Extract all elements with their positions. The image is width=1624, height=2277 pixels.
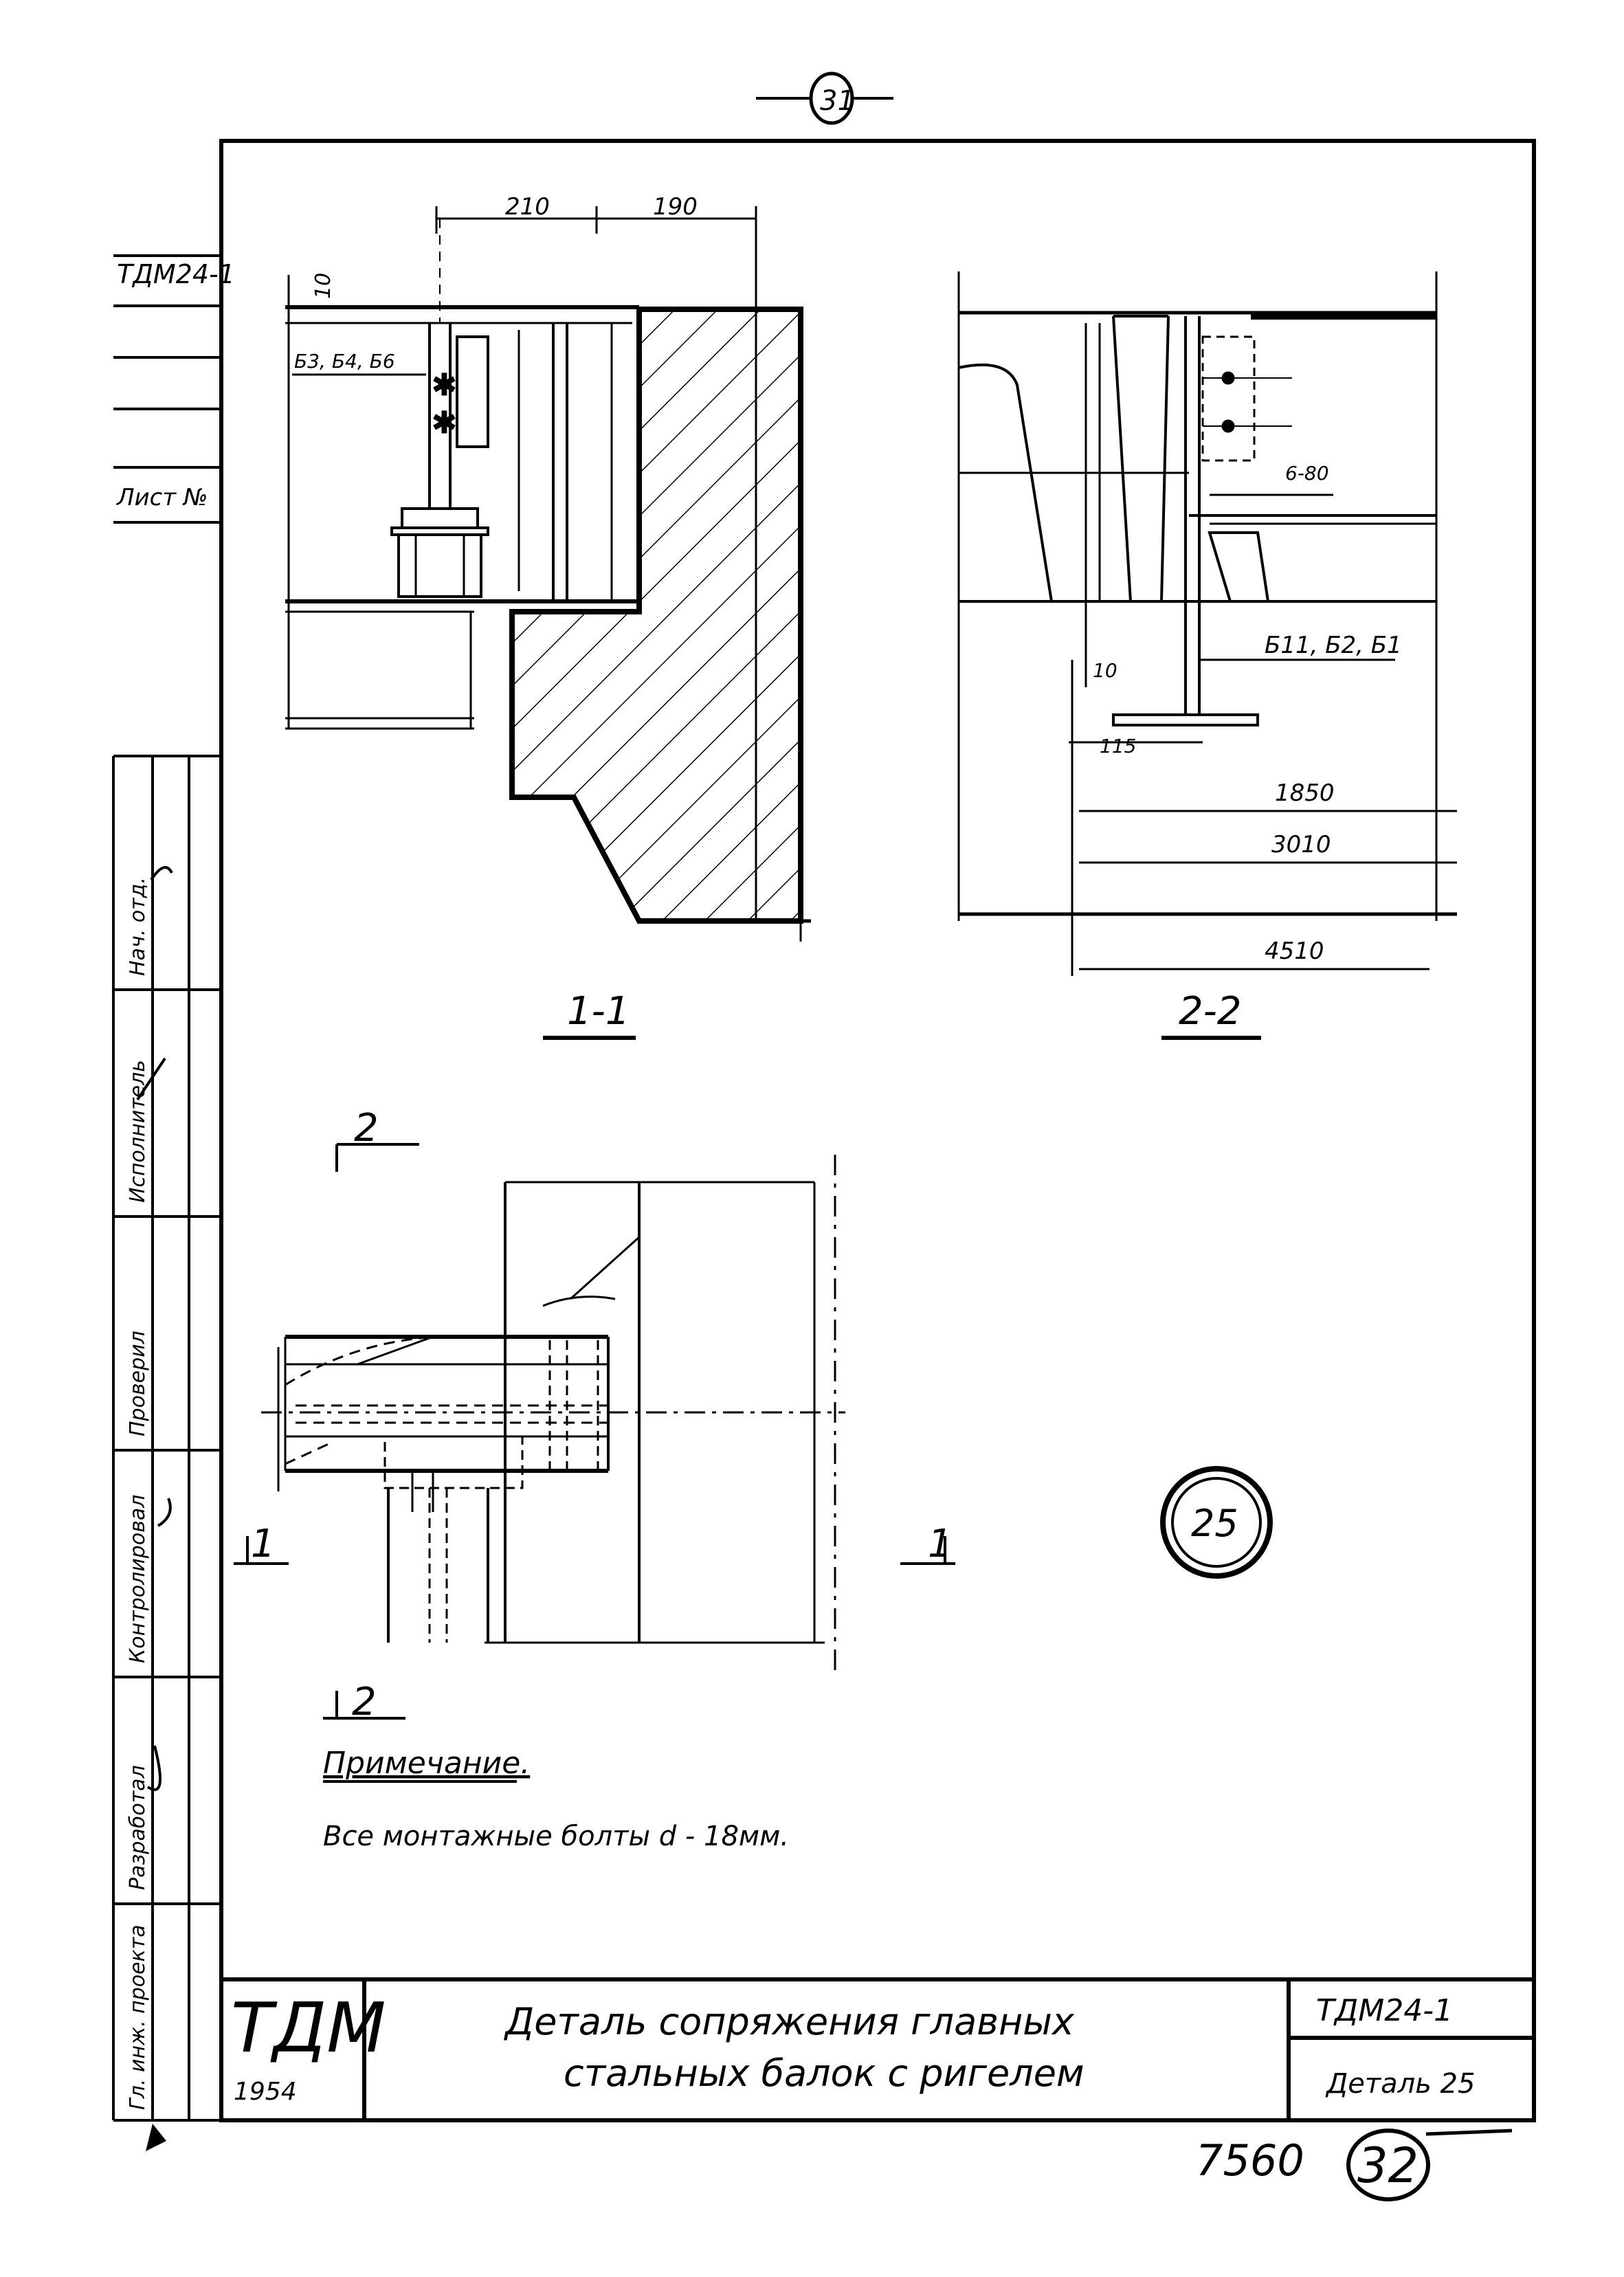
stamp-role: Разработал [126, 1765, 150, 1890]
note-title: Примечание. [323, 1746, 530, 1781]
stamp-role: Гл. инж. проекта [126, 1924, 150, 2110]
title-block-year: 1954 [234, 2078, 297, 2106]
dim-210: 210 [505, 193, 550, 221]
stamp-code: ТДМ24-1 [117, 259, 235, 289]
title-block-line1: Деталь сопряжения главных [504, 2000, 1075, 2043]
section-1-1: ✱ ✱ [285, 206, 811, 942]
stamp-role: Проверил [126, 1331, 150, 1436]
svg-text:✱: ✱ [432, 368, 457, 403]
dim-1850: 1850 [1275, 779, 1335, 807]
title-block [221, 1977, 1534, 2120]
title-block-line2: стальных балок с ригелем [564, 2052, 1084, 2095]
top-sheet-number-text: 31 [820, 85, 855, 117]
archive-number: 7560 [1196, 2135, 1304, 2186]
dim-4510: 4510 [1265, 937, 1324, 965]
dim-115: 115 [1100, 735, 1136, 757]
detail-number-badge: 25 [1160, 1466, 1273, 1579]
stamp-sheet: Лист № [115, 484, 208, 511]
title-block-detail: Деталь 25 [1325, 2068, 1475, 2100]
stamp-role: Нач. отд. [126, 877, 150, 976]
bottom-sheet-number: 32 [1346, 2129, 1513, 2201]
weld-6-80: 6-80 [1285, 462, 1329, 485]
svg-text:✱: ✱ [432, 406, 457, 441]
title-block-org: ТДМ [231, 1988, 386, 2068]
title-block-code: ТДМ24-1 [1316, 1993, 1453, 2028]
left-stamp [112, 254, 221, 2122]
weld-b3-b4-b6: Б3, Б4, Б6 [294, 350, 395, 373]
dim-10-top: 10 [311, 273, 335, 299]
plan-cut-1-left: 1 [251, 1522, 276, 1566]
drawing-frame [219, 139, 1536, 2122]
section-2-2-label: 2-2 [1179, 989, 1241, 1034]
plan-cut-2-bottom: 2 [352, 1680, 377, 1724]
bottom-sheet-number-text: 32 [1357, 2137, 1419, 2194]
plan-view [234, 1143, 955, 1720]
stamp-role: Исполнитель [126, 1060, 150, 1203]
stamp-role: Контролировал [126, 1495, 150, 1663]
detail-number-text: 25 [1191, 1502, 1238, 1545]
stamp-roles: Нач. отд. Исполнитель Проверил Контролир… [126, 877, 150, 2110]
plan-cut-2-top: 2 [354, 1106, 379, 1151]
top-sheet-number: 31 [756, 71, 893, 125]
note-text: Все монтажные болты d - 18мм. [323, 1821, 789, 1852]
section-1-1-label: 1-1 [567, 989, 630, 1034]
weld-b11-b2-b1: Б11, Б2, Б1 [1265, 632, 1402, 659]
dim-3010: 3010 [1271, 831, 1331, 858]
dim-190: 190 [653, 193, 698, 221]
section-2-2 [957, 271, 1457, 976]
dim-10-side: 10 [1093, 659, 1117, 682]
plan-cut-1-right: 1 [928, 1522, 953, 1566]
